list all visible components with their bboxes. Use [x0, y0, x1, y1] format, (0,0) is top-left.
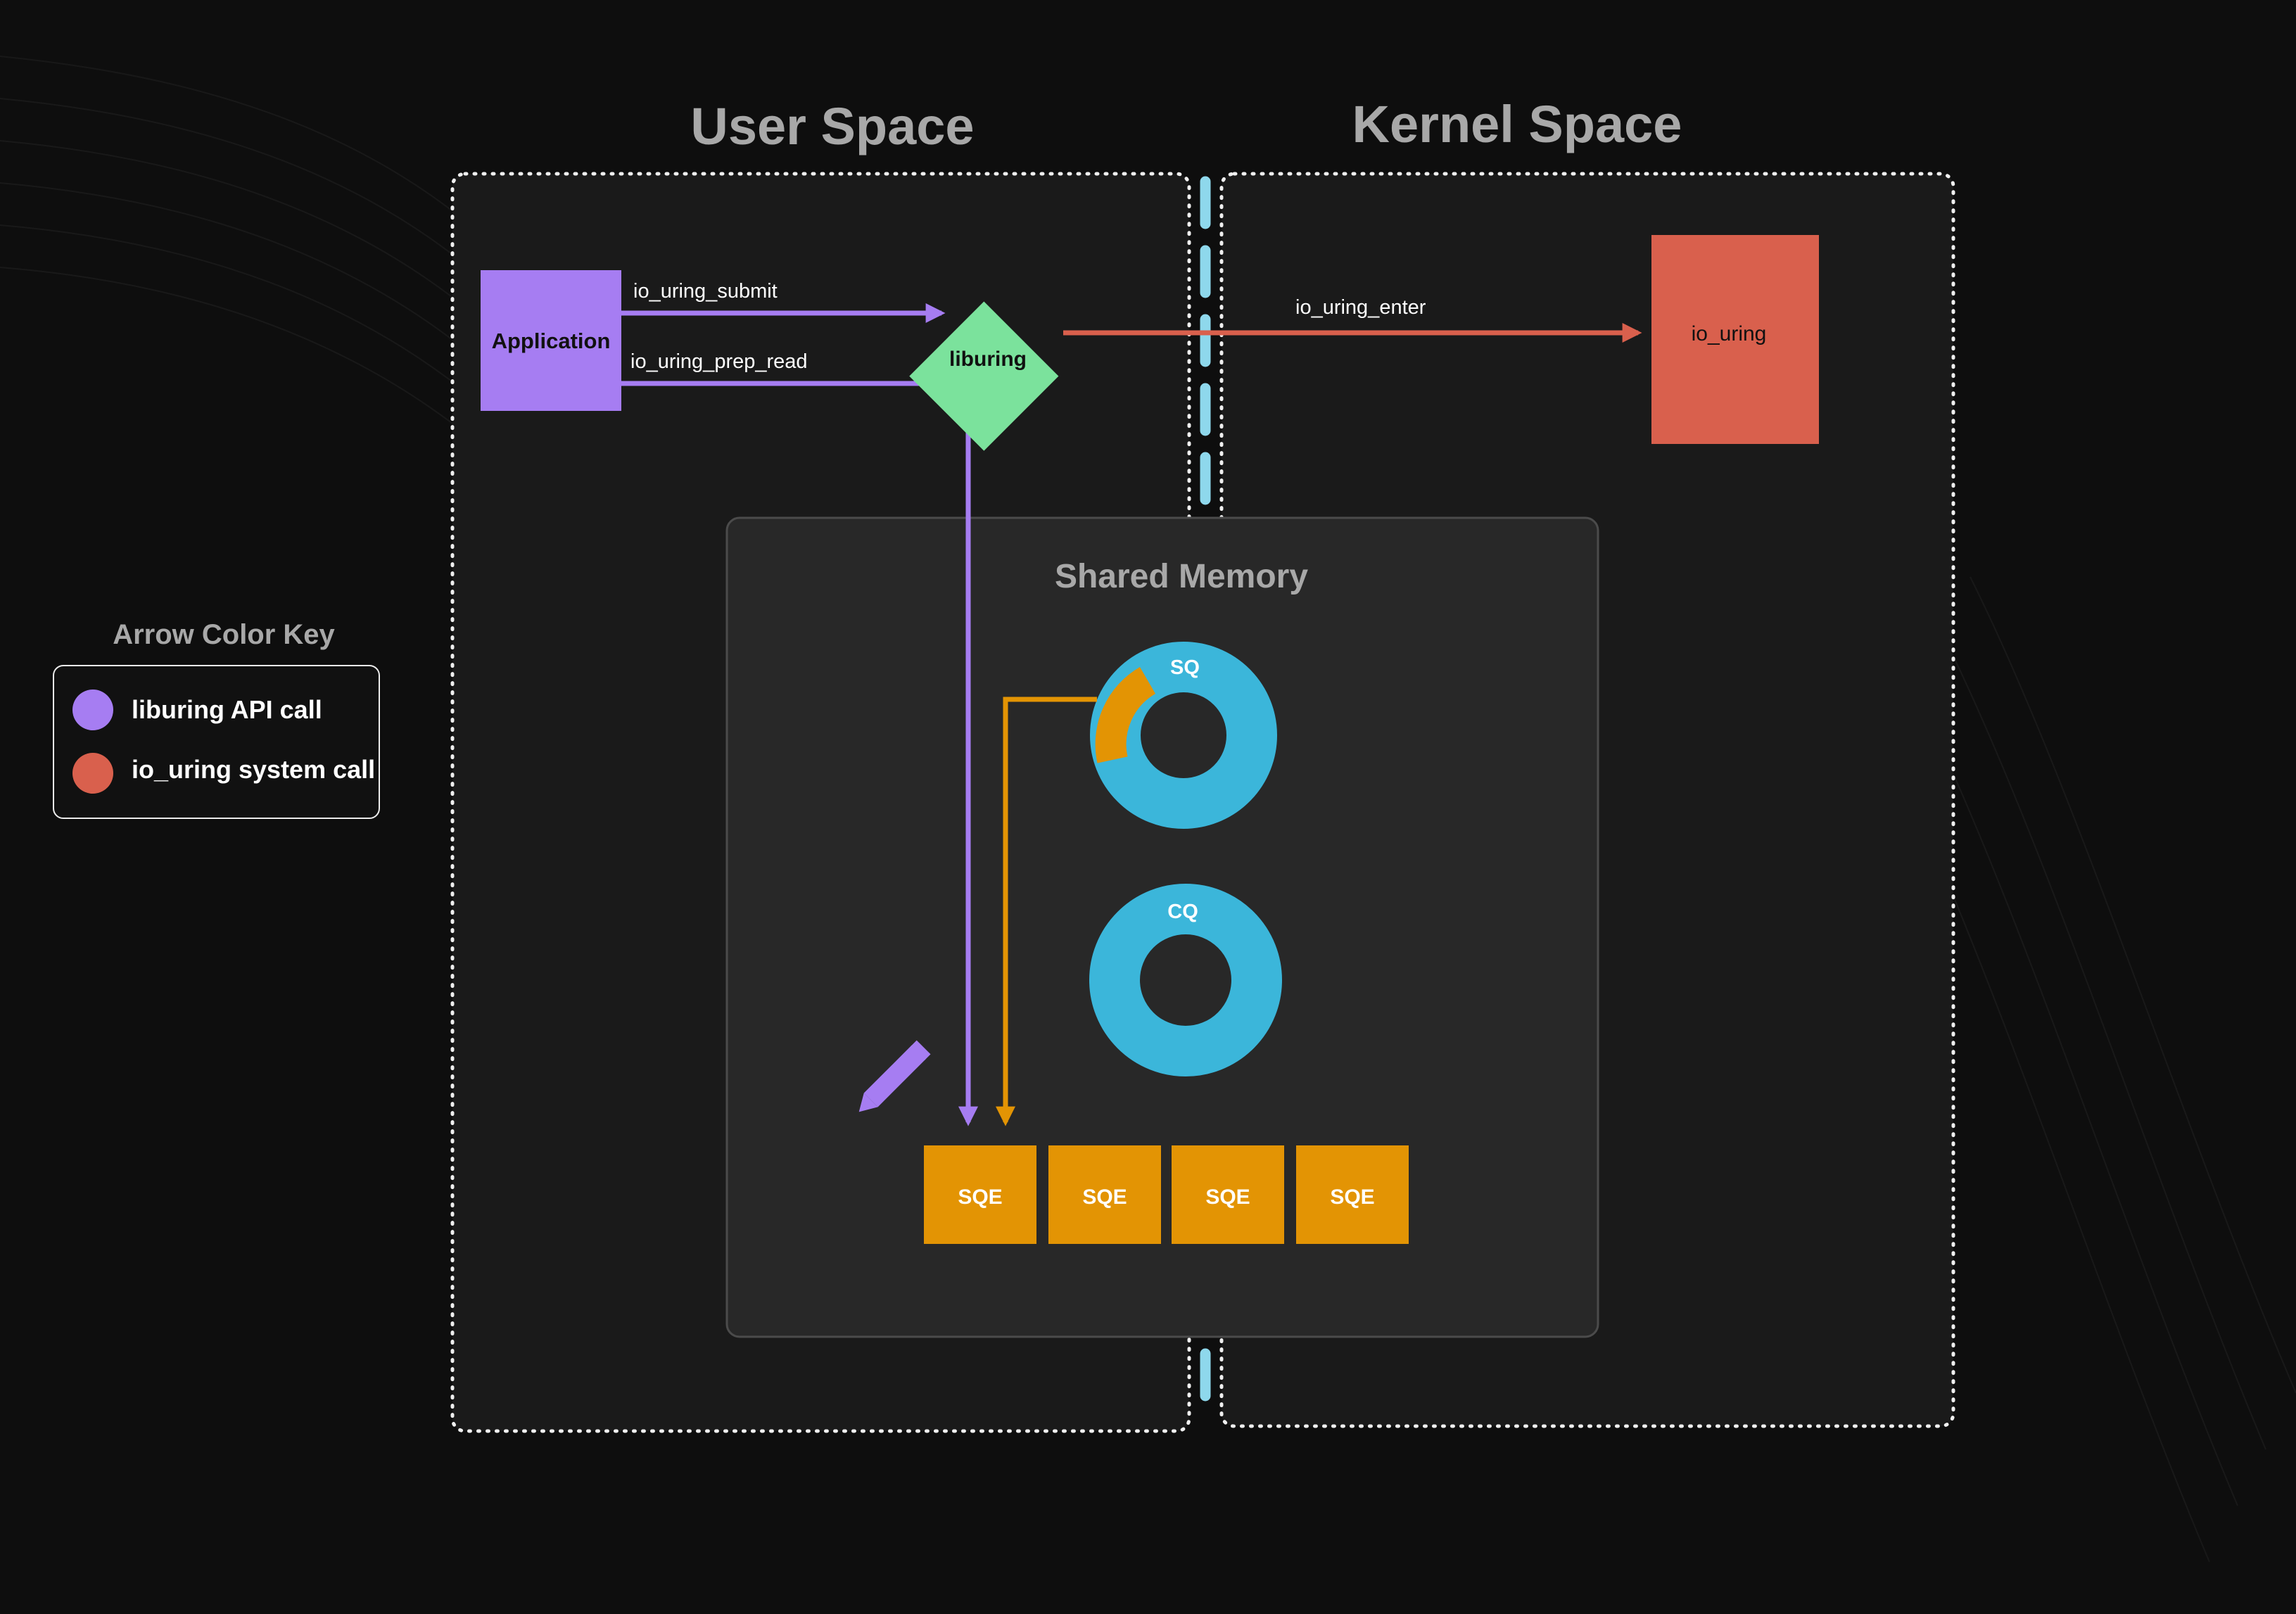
sqe-label-2: SQE: [1082, 1186, 1127, 1209]
application-node: [481, 270, 621, 411]
user-space-title: User Space: [690, 97, 974, 155]
sqe-label-4: SQE: [1330, 1186, 1374, 1209]
io-uring-submit-label: io_uring_submit: [633, 280, 778, 303]
liburing-api-call-label: liburing API call: [132, 695, 322, 724]
io-uring-node: [1651, 235, 1819, 444]
legend-box: [53, 665, 380, 819]
liburing-label: liburing: [949, 348, 1027, 371]
legend-title: Arrow Color Key: [113, 619, 335, 650]
shared-memory-title: Shared Memory: [1055, 558, 1308, 595]
kernel-space-title: Kernel Space: [1352, 95, 1682, 153]
cq-label: CQ: [1167, 901, 1198, 923]
sqe-box-1: [924, 1145, 1036, 1244]
cq-ring: [1089, 884, 1282, 1076]
sqe-box-2: [1048, 1145, 1161, 1244]
pencil-icon: [858, 1040, 931, 1112]
sq-to-sqe-arrow: [996, 697, 1097, 1126]
io-uring-prep-read-label: io_uring_prep_read: [630, 350, 808, 373]
io-uring-label: io_uring: [1692, 322, 1767, 345]
sqe-box-4: [1296, 1145, 1409, 1244]
sq-label: SQ: [1170, 656, 1200, 679]
sqe-label-3: SQE: [1205, 1186, 1250, 1209]
sq-highlight-segment: [1095, 666, 1156, 763]
sqe-label-1: SQE: [958, 1186, 1002, 1209]
io-uring-system-call-swatch: [72, 753, 113, 794]
background-pattern: [0, 56, 2296, 1563]
io-uring-system-call-label: io_uring system call: [132, 755, 375, 784]
sqe-box-3: [1172, 1145, 1284, 1244]
liburing-api-call-swatch: [72, 690, 113, 730]
liburing-node: [909, 301, 1059, 451]
io-uring-enter-label: io_uring_enter: [1295, 296, 1426, 319]
application-label: Application: [492, 329, 611, 353]
